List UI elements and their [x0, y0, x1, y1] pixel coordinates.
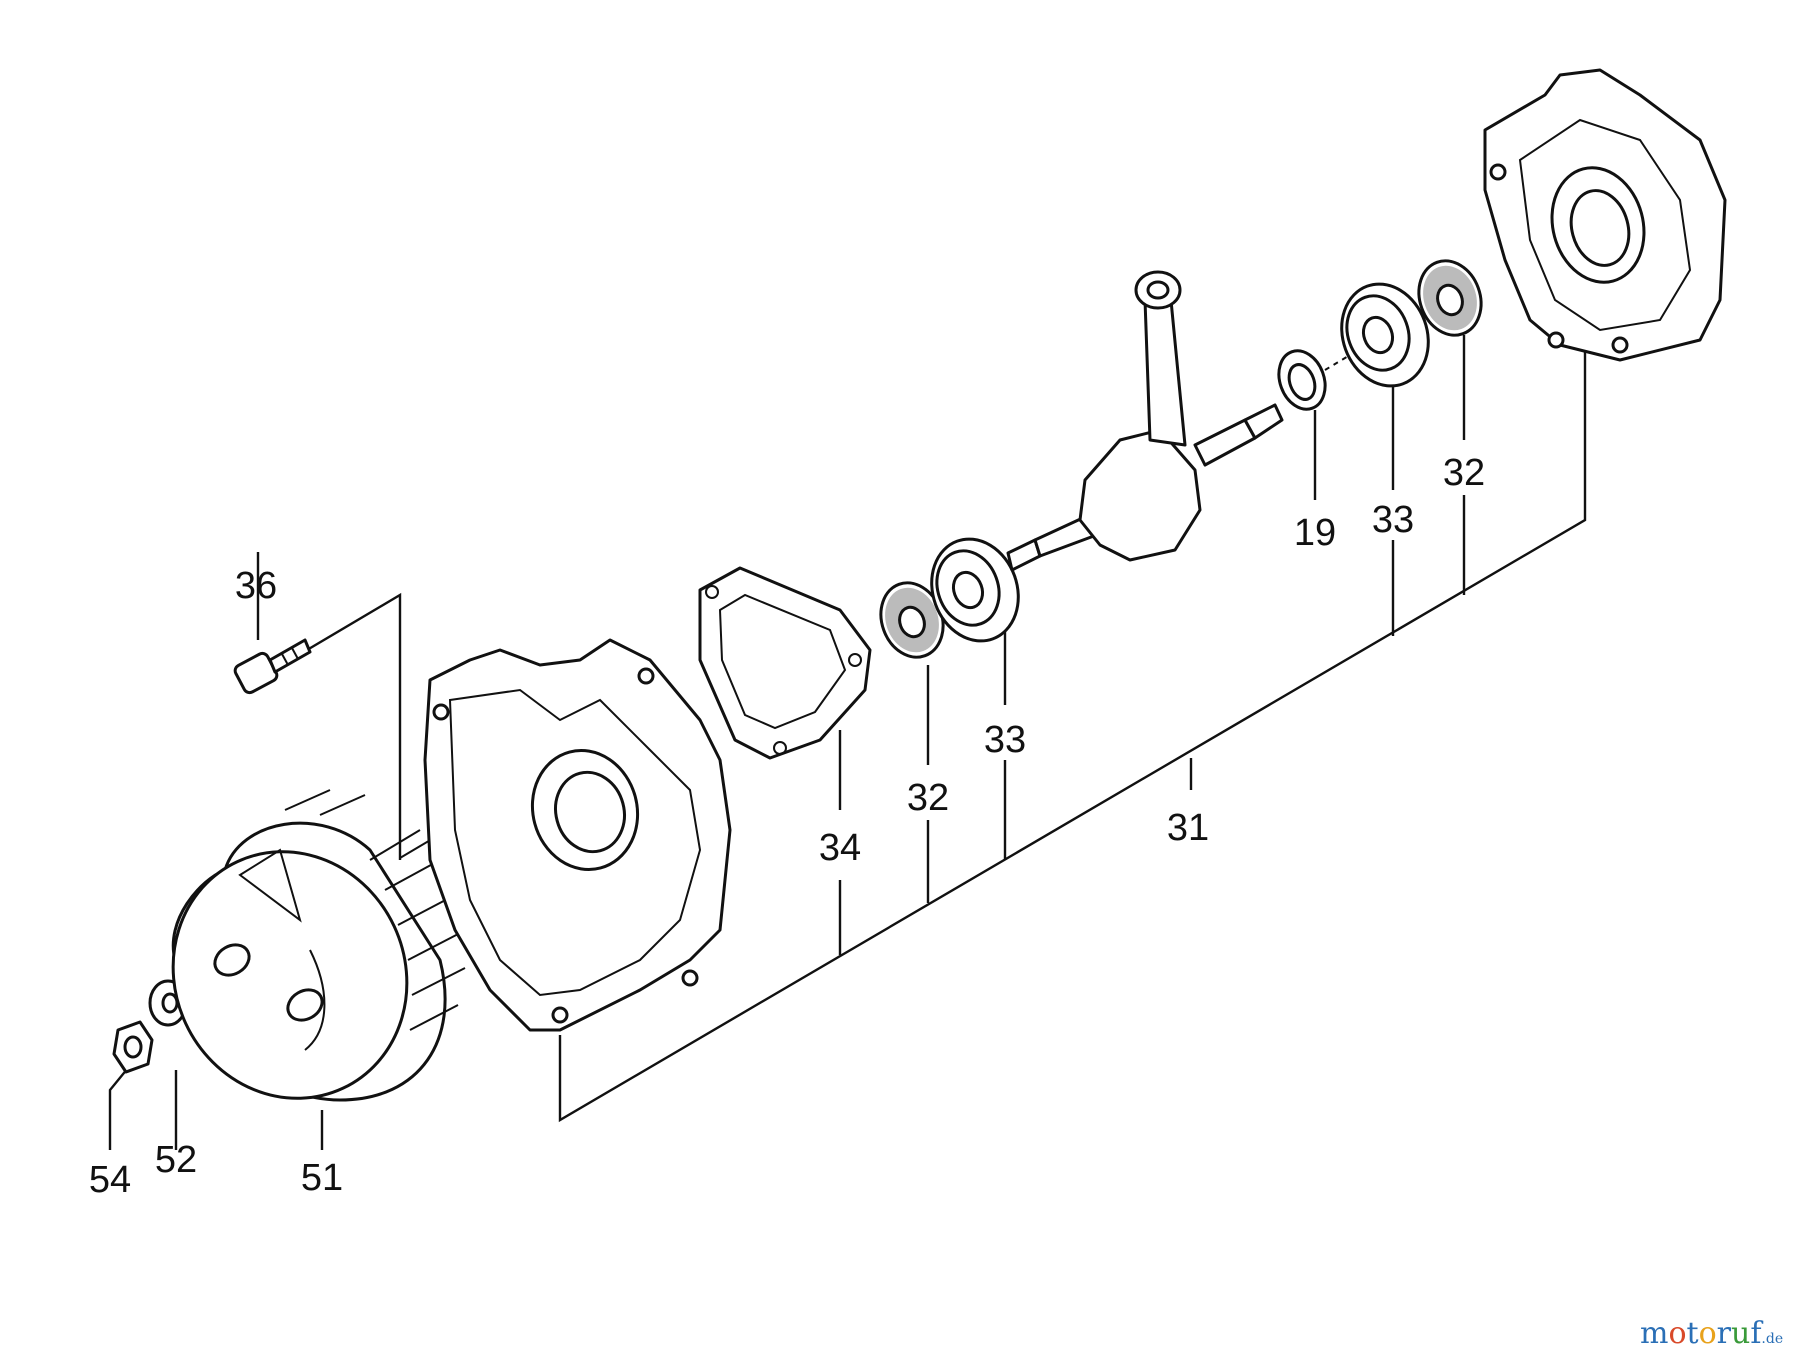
leader-lines [108, 335, 1587, 1150]
watermark-logo: motoruf.de [1640, 1316, 1783, 1351]
callout-33-right: 33 [1372, 499, 1414, 541]
callout-34: 34 [819, 827, 861, 869]
callout-36: 36 [235, 565, 277, 607]
callout-51: 51 [301, 1157, 343, 1199]
crankcase-right-31 [1483, 68, 1727, 362]
gasket-34 [698, 566, 872, 760]
ball-bearing-33-right [1340, 282, 1430, 388]
svg-text:motoruf.de: motoruf.de [1640, 1316, 1783, 1351]
screw-36 [233, 638, 312, 695]
nut-54 [112, 1020, 154, 1074]
oil-seal-32-right [1417, 259, 1483, 337]
callout-33-left: 33 [984, 719, 1026, 761]
ball-bearing-33-left [930, 537, 1020, 643]
callout-52: 52 [155, 1139, 197, 1181]
callout-32-right: 32 [1443, 452, 1485, 494]
washer-19 [1277, 349, 1327, 411]
oil-seal-32-left [879, 581, 945, 659]
callout-labels: 36 54 52 51 34 32 33 31 19 33 32 [89, 452, 1485, 1201]
callout-31: 31 [1167, 807, 1209, 849]
crankshaft [1006, 270, 1284, 572]
callout-32-left: 32 [907, 777, 949, 819]
flywheel-51 [171, 789, 466, 1102]
callout-19: 19 [1294, 512, 1336, 554]
crankcase-left-31 [423, 638, 732, 1032]
callout-54: 54 [89, 1159, 131, 1201]
